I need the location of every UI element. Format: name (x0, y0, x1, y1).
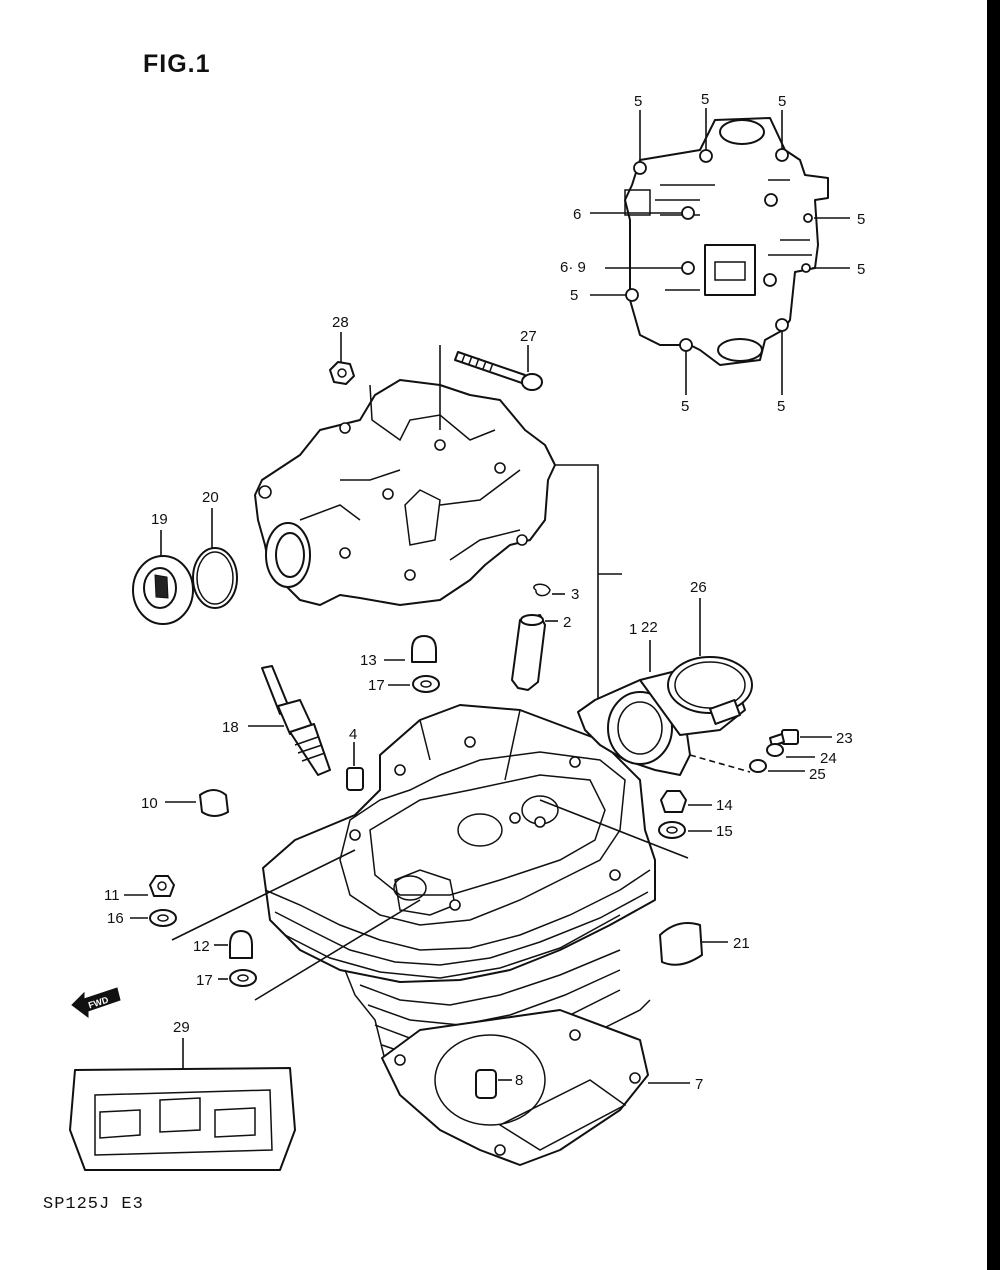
gasket-set-29 (69, 1038, 296, 1171)
nut-11 (124, 875, 175, 897)
label-5c: 5 (778, 93, 786, 110)
label-4: 4 (349, 726, 357, 743)
spark-plug-18 (248, 665, 331, 776)
bolt-23 (769, 729, 832, 747)
label-12: 12 (193, 938, 210, 955)
label-17a: 17 (368, 677, 385, 694)
model-code: SP125J E3 (43, 1195, 144, 1214)
label-10: 10 (141, 795, 158, 812)
nut-14 (660, 790, 712, 813)
label-13: 13 (360, 652, 377, 669)
label-5g: 5 (681, 398, 689, 415)
label-5a: 5 (634, 93, 642, 110)
label-3: 3 (571, 586, 579, 603)
label-18: 18 (222, 719, 239, 736)
cylinder-head-cover (254, 379, 556, 606)
label-25: 25 (809, 766, 826, 783)
dowel-8 (475, 1069, 512, 1099)
washer-25 (749, 759, 805, 773)
label-6-9: 6· 9 (560, 259, 586, 276)
washer-15 (658, 821, 712, 839)
label-23: 23 (836, 730, 853, 747)
label-21: 21 (733, 935, 750, 952)
label-24: 24 (820, 750, 837, 767)
label-5b: 5 (701, 91, 709, 108)
plug-10 (165, 789, 229, 817)
label-16: 16 (107, 910, 124, 927)
label-29: 29 (173, 1019, 190, 1036)
plug-21 (659, 922, 728, 966)
label-15: 15 (716, 823, 733, 840)
scan-edge (987, 0, 1000, 1270)
label-5d: 5 (857, 211, 865, 228)
fwd-arrow: FWD (71, 987, 121, 1018)
label-5h: 5 (777, 398, 785, 415)
label-17b: 17 (196, 972, 213, 989)
label-11: 11 (104, 887, 120, 904)
bolt-27 (439, 345, 543, 430)
cap-nut-12 (214, 930, 253, 959)
washer-24 (766, 743, 815, 758)
washer-17a (388, 675, 440, 693)
dowel-4 (346, 742, 364, 791)
label-6: 6 (573, 206, 581, 223)
valve-guide-2 (511, 614, 558, 691)
label-26: 26 (690, 579, 707, 596)
label-8: 8 (515, 1072, 523, 1089)
label-5f: 5 (570, 287, 578, 304)
label-27: 27 (520, 328, 537, 345)
label-7: 7 (695, 1076, 703, 1093)
label-1: 1 (629, 621, 637, 638)
washer-16 (130, 909, 177, 927)
callout-labels: 1 2 3 4 5 5 5 5 5 5 5 5 6 6· 9 7 8 10 11… (104, 91, 865, 1093)
cylinder-head (262, 704, 656, 983)
label-20: 20 (202, 489, 219, 506)
cap-nut-13 (384, 635, 437, 663)
valve-clip-3 (533, 583, 565, 597)
o-ring-20 (192, 508, 238, 609)
label-5e: 5 (857, 261, 865, 278)
cap-19 (132, 530, 194, 625)
washer-17b (218, 969, 257, 987)
nut-28 (329, 332, 355, 385)
head-top-view (590, 108, 850, 395)
label-22: 22 (641, 619, 658, 636)
clamp-26 (667, 598, 753, 725)
label-14: 14 (716, 797, 733, 814)
label-28: 28 (332, 314, 349, 331)
figure-title: FIG.1 (143, 50, 211, 78)
base-gasket-7 (381, 1009, 690, 1166)
label-19: 19 (151, 511, 168, 528)
label-2: 2 (563, 614, 571, 631)
